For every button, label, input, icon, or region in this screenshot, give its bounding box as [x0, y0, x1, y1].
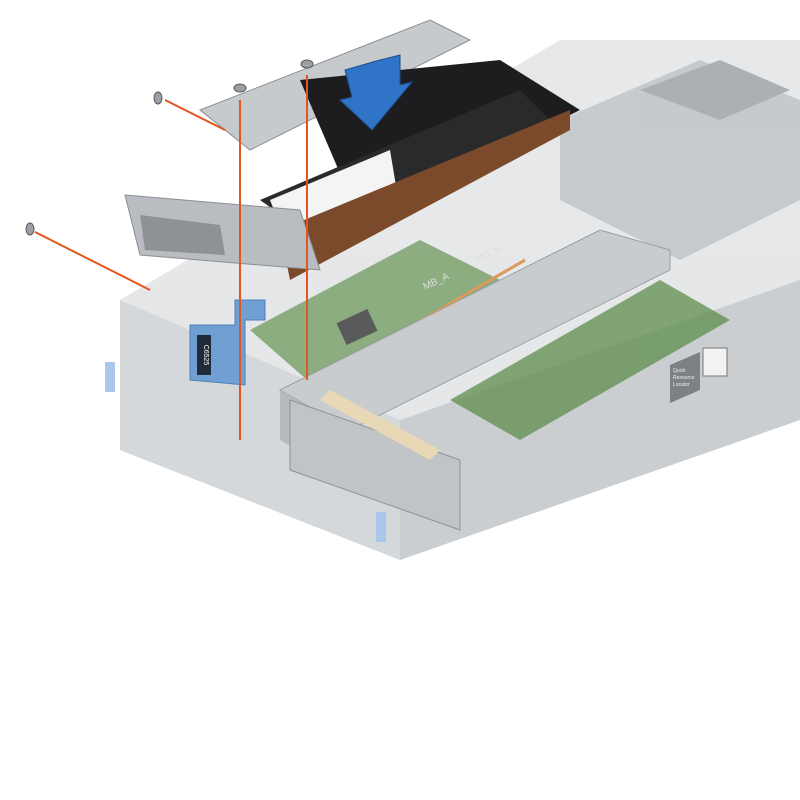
down-arrow-icon — [338, 54, 414, 131]
screw-guide-lines — [34, 75, 308, 440]
release-tab — [105, 362, 115, 392]
installed-riser-cage — [278, 229, 671, 531]
riser-latch: C6525 — [189, 299, 266, 386]
motherboard-pcb — [250, 240, 730, 440]
riser-model-label: C6525 — [202, 345, 209, 366]
qrl-text: Resource — [673, 375, 695, 381]
heatsink — [560, 60, 800, 260]
qrl-text: Quick — [673, 368, 686, 374]
screw-icon — [25, 59, 314, 236]
qrl-text: Locator — [673, 382, 690, 388]
release-tab — [376, 512, 386, 542]
